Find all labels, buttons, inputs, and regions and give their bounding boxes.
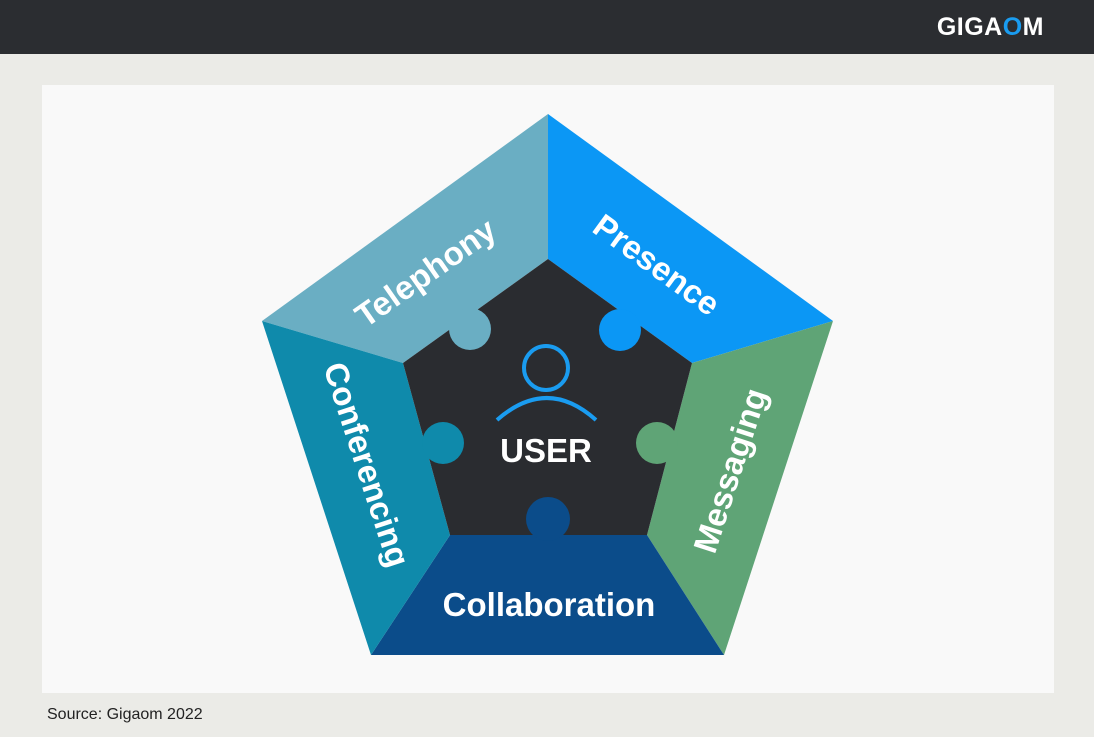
center-label: USER <box>500 432 592 469</box>
source-caption: Source: Gigaom 2022 <box>47 706 203 723</box>
puzzle-knob-collaboration <box>526 497 570 541</box>
gigaom-logo: GIGAOM <box>936 13 1044 41</box>
header-bar: GIGAOM <box>0 0 1094 54</box>
segment-conferencing <box>262 321 450 655</box>
segment-collaboration <box>371 535 724 655</box>
puzzle-knob-messaging <box>636 422 678 464</box>
puzzle-knob-conferencing <box>422 422 464 464</box>
segment-telephony <box>262 114 548 363</box>
puzzle-knob-telephony <box>449 308 491 350</box>
segment-presence <box>548 114 833 363</box>
user-icon <box>495 344 598 422</box>
segment-messaging <box>647 321 833 655</box>
label-collaboration: Collaboration <box>443 586 656 623</box>
puzzle-knob-presence <box>599 309 641 351</box>
